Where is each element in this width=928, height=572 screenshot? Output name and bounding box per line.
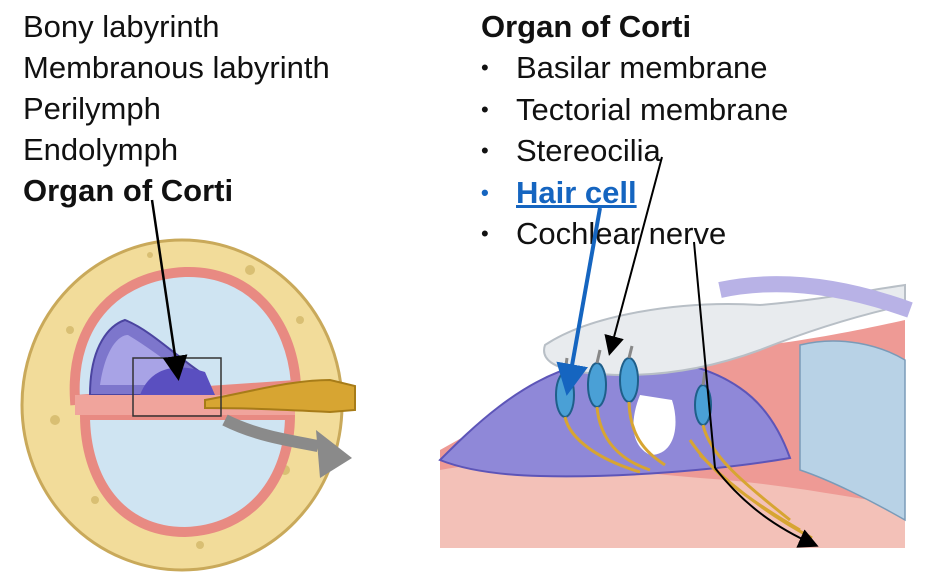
- term-membranous-labyrinth: Membranous labyrinth: [23, 50, 330, 85]
- organ-of-corti-detail: [438, 156, 913, 548]
- organ-of-corti-small: [140, 367, 215, 395]
- zoom-arrow-shaft: [222, 414, 320, 452]
- reissners-membrane: [718, 276, 913, 318]
- list-item-label: Cochlear nerve: [516, 216, 727, 251]
- list-item-label: Tectorial membrane: [516, 91, 789, 127]
- cochlea-cross-section: [20, 199, 356, 572]
- list-item-hair-cell[interactable]: • Hair cell: [481, 172, 788, 214]
- list-item-stereocilia: • Stereocilia: [481, 130, 788, 172]
- bullet: •: [481, 55, 489, 80]
- scala-tympani: [79, 410, 296, 538]
- bullet: •: [481, 138, 489, 163]
- term-organ-of-corti: Organ of Corti: [23, 173, 234, 208]
- cochlear-nerve-pointer-curve: [714, 467, 819, 548]
- tunnel-of-corti: [633, 395, 676, 455]
- list-item-basilar-membrane: • Basilar membrane: [481, 47, 788, 89]
- hair-cell-link[interactable]: Hair cell: [516, 174, 637, 210]
- zoom-arrow-head: [316, 430, 352, 478]
- bullet: •: [481, 221, 489, 246]
- bone-tissue: [440, 463, 905, 548]
- bullet: •: [481, 179, 489, 205]
- list-item-tectorial-membrane: • Tectorial membrane: [481, 89, 788, 131]
- organ-of-corti-parts-list: • Basilar membrane • Tectorial membrane …: [481, 47, 788, 255]
- nerve-fibers: [563, 401, 813, 540]
- hair-cell-outer-2: [587, 362, 607, 408]
- organ-of-corti-title: Organ of Corti: [481, 9, 692, 44]
- organ-of-corti-pointer: [150, 199, 188, 381]
- term-bony-labyrinth: Bony labyrinth: [23, 9, 220, 44]
- hair-cell-pointer: [556, 207, 602, 396]
- list-item-label: Stereocilia: [516, 133, 661, 168]
- term-endolymph: Endolymph: [23, 132, 179, 167]
- term-perilymph: Perilymph: [23, 91, 161, 126]
- bullet: •: [481, 96, 489, 122]
- list-item-cochlear-nerve: • Cochlear nerve: [481, 213, 788, 255]
- cochlear-nerve-pointer-shaft: [693, 241, 716, 469]
- stereocilia-pointer: [604, 156, 663, 356]
- hair-cell-outer-3: [619, 357, 639, 403]
- spiral-ligament: [799, 340, 906, 522]
- left-term-list: Bony labyrinth Membranous labyrinth Peri…: [23, 6, 330, 211]
- cochlear-nerve-bundle: [204, 378, 356, 414]
- list-item-label: Basilar membrane: [516, 50, 768, 85]
